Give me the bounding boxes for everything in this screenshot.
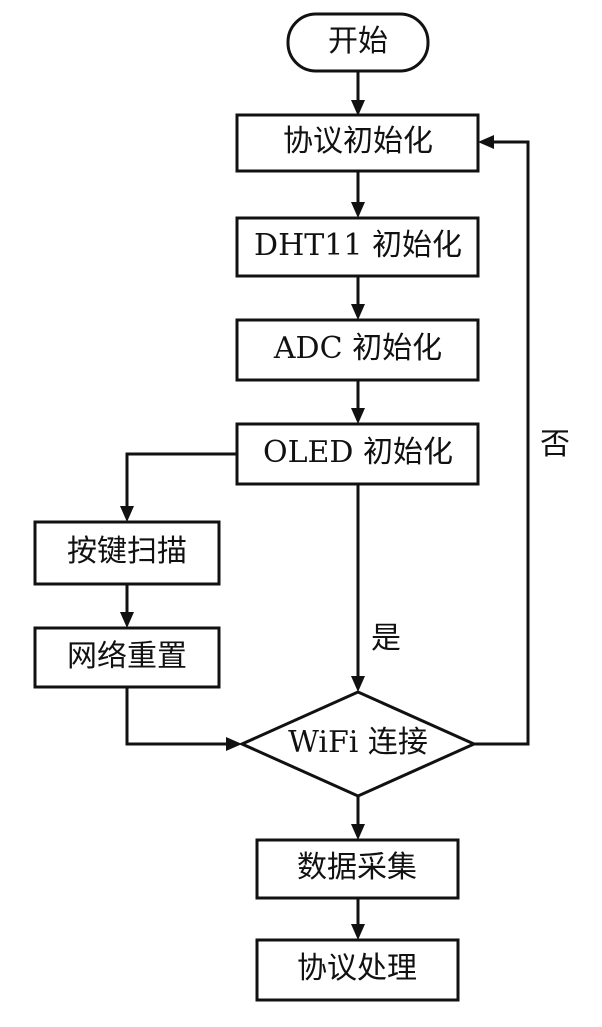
edge-reset-wifi	[125, 687, 228, 746]
arrowhead	[226, 737, 242, 751]
key-scan-box: 按键扫描	[33, 520, 221, 586]
dht11-init-box: DHT11 初始化	[235, 216, 480, 278]
start-label: 开始	[328, 24, 388, 59]
arrowhead	[478, 135, 494, 149]
arrowhead	[351, 924, 365, 940]
wifi-connect-label: WiFi 连接	[288, 725, 428, 760]
start-terminal: 开始	[286, 12, 430, 73]
yes-label: 是	[371, 621, 401, 656]
protocol-process-box: 协议处理	[255, 938, 460, 1002]
oled-init-box: OLED 初始化	[235, 422, 480, 486]
arrowhead	[351, 676, 365, 692]
arrowhead	[351, 408, 365, 424]
data-collect-label: 数据采集	[297, 850, 417, 885]
arrowhead	[120, 612, 134, 628]
protocol-init-label: 协议初始化	[283, 124, 433, 159]
key-scan-label: 按键扫描	[67, 534, 187, 569]
network-reset-box: 网络重置	[33, 626, 221, 689]
no-label: 否	[540, 427, 570, 462]
adc-init-box: ADC 初始化	[235, 318, 480, 382]
arrowhead	[351, 824, 365, 840]
arrowhead	[120, 506, 134, 522]
arrowhead	[351, 202, 365, 218]
edge-wifi-protocol-init	[474, 140, 530, 746]
arrowhead	[351, 100, 365, 116]
arrowhead	[351, 304, 365, 320]
oled-init-label: OLED 初始化	[263, 435, 453, 470]
protocol-process-label: 协议处理	[297, 951, 417, 986]
network-reset-label: 网络重置	[67, 639, 187, 674]
edge-oled-keyscan	[125, 452, 237, 508]
data-collect-box: 数据采集	[255, 838, 460, 900]
connectors	[120, 72, 530, 940]
wifi-connect-decision: WiFi 连接	[238, 690, 478, 798]
dht11-init-label: DHT11 初始化	[254, 228, 462, 263]
adc-init-label: ADC 初始化	[273, 331, 442, 366]
protocol-init-box: 协议初始化	[235, 113, 480, 173]
